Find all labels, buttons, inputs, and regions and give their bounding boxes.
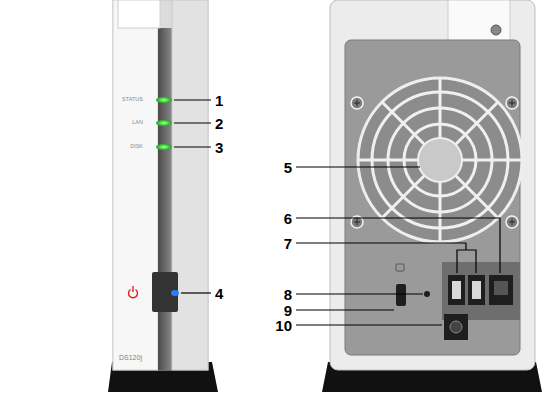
model-name: DS120j: [119, 354, 142, 361]
callout-number: 2: [215, 116, 223, 131]
callout-number: 6: [284, 211, 292, 226]
callout-number: 8: [284, 287, 292, 302]
callout-number: 1: [215, 93, 223, 108]
led-label: STATUS: [122, 97, 143, 103]
callout-number: 4: [215, 286, 223, 301]
callout-number: 9: [284, 303, 292, 318]
callout-number: 10: [275, 318, 292, 333]
callout-number: 7: [284, 236, 292, 251]
led-label: LAN: [132, 120, 143, 126]
led-label: DISK: [130, 144, 143, 150]
callout-number: 5: [284, 160, 292, 175]
callout-number: 3: [215, 140, 223, 155]
